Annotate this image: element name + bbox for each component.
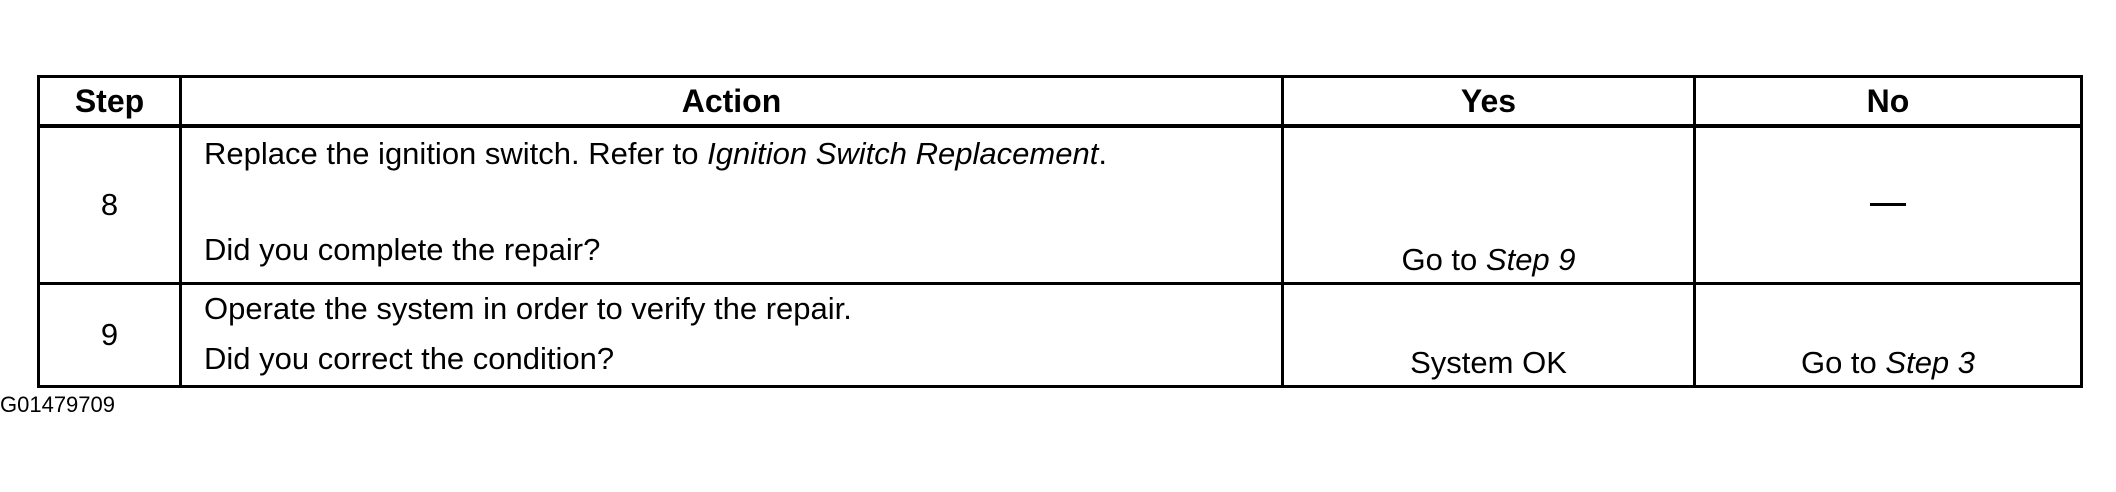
action-instruction: Operate the system in order to verify th…: [204, 291, 852, 326]
diagnostic-table: Step Action Yes No 8 Replace the ignitio…: [37, 75, 2083, 388]
no-prefix: Go to: [1800, 345, 1886, 380]
action-cell: Replace the ignition switch. Refer to Ig…: [179, 124, 1284, 285]
action-cell: Operate the system in order to verify th…: [179, 282, 1284, 388]
header-yes: Yes: [1281, 75, 1696, 128]
table-row: 8 Replace the ignition switch. Refer to …: [37, 124, 2083, 285]
header-action: Action: [179, 75, 1284, 128]
action-text-end: .: [1098, 136, 1107, 171]
header-step: Step: [37, 75, 182, 128]
dash-symbol: [1870, 203, 1906, 207]
action-question: Did you correct the condition?: [204, 341, 615, 376]
procedure-reference: Ignition Switch Replacement: [707, 136, 1099, 171]
yes-cell: Go to Step 9: [1281, 124, 1696, 285]
step-number: 9: [37, 282, 182, 388]
yes-cell: System OK: [1281, 282, 1696, 388]
no-cell: Go to Step 3: [1693, 282, 2083, 388]
yes-step-reference: Step 9: [1485, 242, 1576, 277]
no-cell: [1693, 124, 2083, 285]
action-text: Replace the ignition switch. Refer to: [204, 136, 708, 171]
action-instruction: Replace the ignition switch. Refer to Ig…: [204, 136, 1271, 172]
header-no: No: [1693, 75, 2083, 128]
action-question: Did you complete the repair?: [204, 232, 601, 267]
table-header-row: Step Action Yes No: [37, 75, 2083, 128]
no-step-reference: Step 3: [1885, 345, 1976, 380]
step-number: 8: [37, 124, 182, 285]
figure-id: G01479709: [0, 392, 115, 417]
table-row: 9 Operate the system in order to verify …: [37, 282, 2083, 388]
yes-prefix: Go to: [1401, 242, 1486, 277]
